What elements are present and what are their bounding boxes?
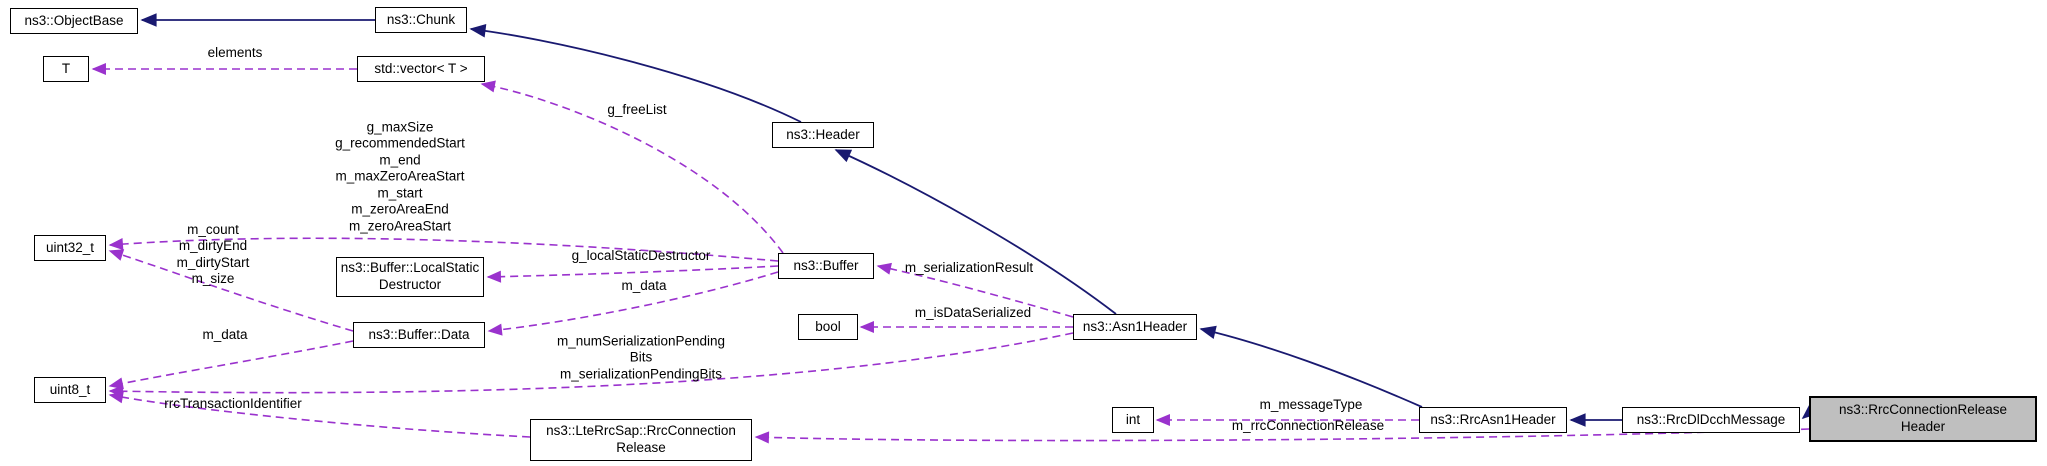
edge-bufferdata-to-uint32 bbox=[108, 249, 354, 332]
edge-buffer-to-localstaticdestructor bbox=[486, 265, 779, 283]
edge-asn1header-to-buffer bbox=[876, 262, 1074, 318]
edge-label-m-rrcconnectionrelease: m_rrcConnectionRelease bbox=[1231, 417, 1385, 433]
node-ns3-asn1header[interactable]: ns3::Asn1Header bbox=[1073, 314, 1197, 340]
edge-label-bufferdata-m-data: m_data bbox=[202, 326, 248, 342]
edge-rrcconnectionreleaseheader-to-ltesap bbox=[754, 428, 1810, 444]
edge-label-g-localstaticdestructor: g_localStaticDestructor bbox=[571, 247, 711, 263]
edge-buffer-to-bufferdata bbox=[487, 271, 779, 336]
edge-ltesap-to-uint8 bbox=[108, 391, 531, 438]
node-ns3-chunk[interactable]: ns3::Chunk bbox=[375, 7, 467, 33]
node-ns3-objectbase[interactable]: ns3::ObjectBase bbox=[10, 8, 138, 34]
node-ns3-rrcdldcchmessage[interactable]: ns3::RrcDlDcchMessage bbox=[1622, 407, 1800, 433]
node-int: int bbox=[1112, 407, 1154, 433]
node-ns3-rrcasn1header[interactable]: ns3::RrcAsn1Header bbox=[1419, 407, 1567, 433]
node-std-vector: std::vector< T > bbox=[357, 56, 485, 82]
edge-label-m-messagetype: m_messageType bbox=[1259, 396, 1363, 412]
edge-label-m-serializationresult: m_serializationResult bbox=[904, 259, 1034, 275]
edge-buffer-to-uint32 bbox=[108, 237, 779, 262]
edge-header-to-chunk bbox=[469, 24, 802, 123]
node-ns3-lterrcsap-rrcconnectionrelease[interactable]: ns3::LteRrcSap::RrcConnection Release bbox=[530, 419, 752, 461]
edge-bufferdata-to-uint8 bbox=[108, 340, 354, 390]
edge-label-rrctransactionidentifier: rrcTransactionIdentifier bbox=[164, 395, 302, 411]
edge-label-g-freelist: g_freeList bbox=[607, 101, 667, 117]
edge-asn1header-to-uint8 bbox=[108, 332, 1074, 398]
edge-asn1header-to-header bbox=[834, 149, 1117, 315]
edge-rrcconnectionreleaseheader-to-rrcdldcchmessage bbox=[1801, 403, 1819, 420]
node-uint8-t: uint8_t bbox=[34, 377, 106, 403]
edge-label-buffer-uint32-members: g_maxSize g_recommendedStart m_end m_max… bbox=[335, 119, 465, 234]
edge-label-elements: elements bbox=[207, 44, 263, 60]
node-template-t: T bbox=[43, 56, 89, 82]
node-bool: bool bbox=[798, 314, 858, 340]
edge-rrcasn1header-to-asn1header bbox=[1199, 325, 1423, 408]
node-ns3-buffer-localstaticdestructor[interactable]: ns3::Buffer::LocalStatic Destructor bbox=[336, 257, 484, 297]
edge-label-buffer-m-data: m_data bbox=[621, 277, 667, 293]
edge-label-m-isdataserialized: m_isDataSerialized bbox=[914, 304, 1032, 320]
edge-label-bufferdata-uint32-members: m_count m_dirtyEnd m_dirtyStart m_size bbox=[176, 222, 250, 287]
node-uint32-t: uint32_t bbox=[34, 235, 106, 261]
edge-label-serialization-pending-bits: m_numSerializationPending Bits m_seriali… bbox=[556, 333, 726, 382]
edge-buffer-to-vector bbox=[480, 80, 784, 254]
node-ns3-buffer-data[interactable]: ns3::Buffer::Data bbox=[353, 322, 485, 348]
node-ns3-rrcconnectionreleaseheader-current: ns3::RrcConnectionRelease Header bbox=[1809, 396, 2037, 442]
node-ns3-header[interactable]: ns3::Header bbox=[772, 122, 874, 148]
node-ns3-buffer[interactable]: ns3::Buffer bbox=[778, 253, 874, 279]
